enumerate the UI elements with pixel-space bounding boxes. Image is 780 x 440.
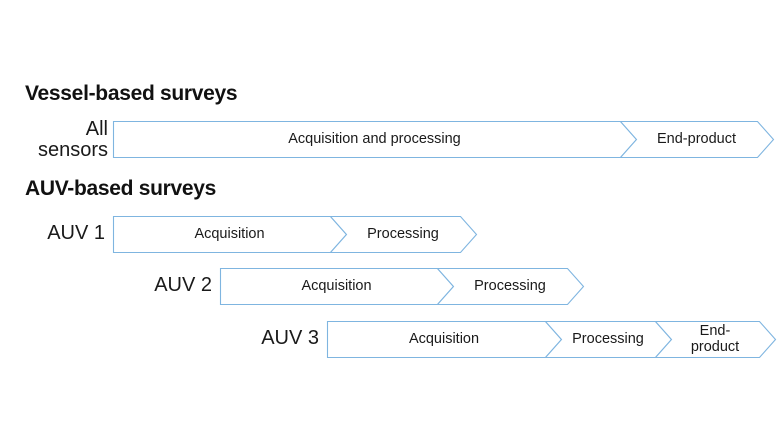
segment-shape — [544, 320, 673, 359]
row-label-auv-3: AUV 3 — [261, 327, 319, 349]
row-label-all-sensors: All sensors — [37, 118, 108, 161]
segment-shape — [112, 215, 348, 254]
segment-shape — [329, 215, 478, 254]
segment-shape — [112, 120, 638, 159]
segment-shape — [219, 267, 455, 306]
segment-shape — [619, 120, 775, 159]
segment-shape — [654, 320, 777, 359]
segment-shape — [436, 267, 585, 306]
row-label-auv-2: AUV 2 — [154, 274, 212, 296]
section-heading-auv: AUV-based surveys — [25, 177, 216, 200]
segment-shape — [326, 320, 563, 359]
section-heading-vessel: Vessel-based surveys — [25, 82, 238, 105]
row-label-auv-1: AUV 1 — [47, 222, 105, 244]
